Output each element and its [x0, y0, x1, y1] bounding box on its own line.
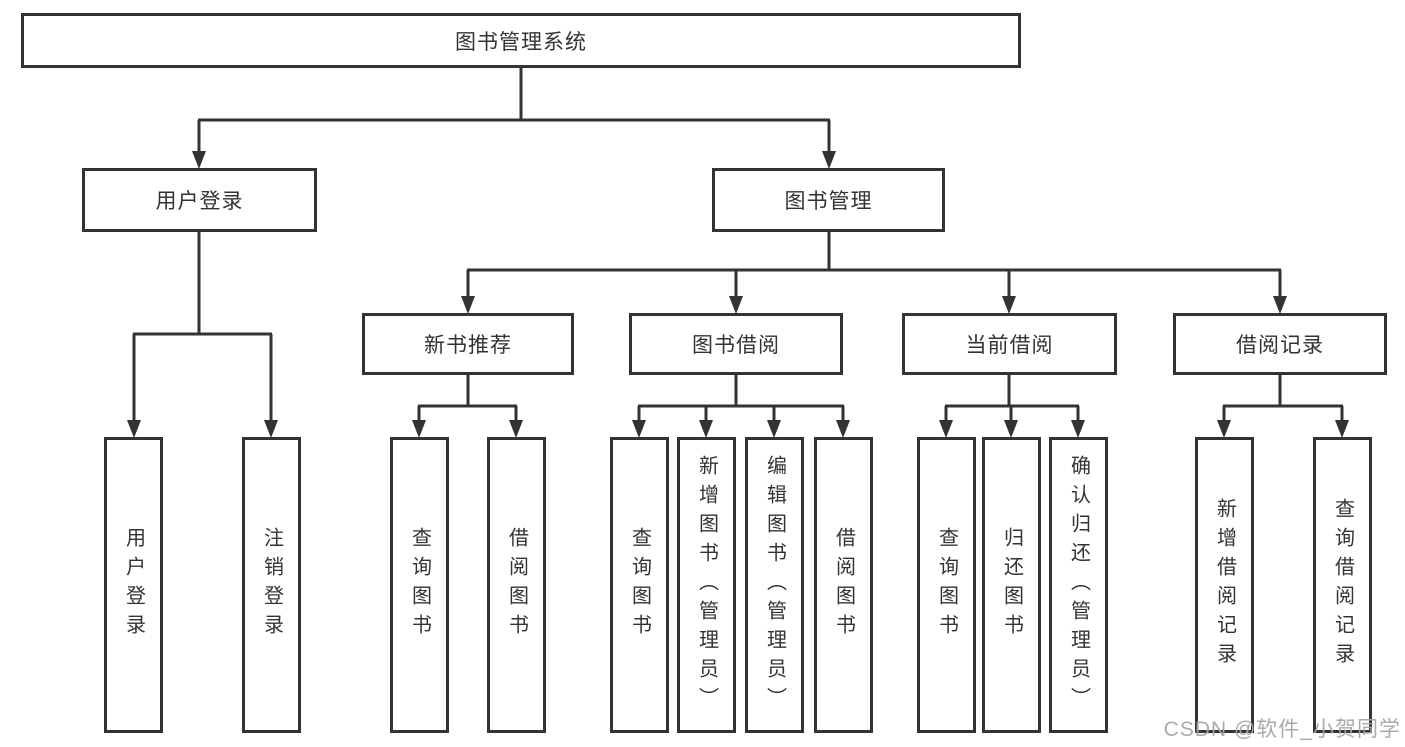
node-label: 查询图书 [935, 527, 958, 643]
node-label: 注销登录 [260, 527, 283, 643]
node-label: 新书推荐 [424, 334, 512, 357]
node-label: 新增图书（管理员） [695, 454, 718, 716]
leaf-query-books-borrowing: 查询图书 [610, 437, 669, 733]
node-current-borrowing: 当前借阅 [902, 313, 1117, 375]
node-label: 当前借阅 [965, 334, 1054, 357]
leaf-add-borrow-record: 新增借阅记录 [1195, 437, 1254, 733]
leaf-query-books-recommendation: 查询图书 [390, 437, 449, 733]
leaf-return-books: 归还图书 [982, 437, 1041, 733]
node-user-login: 用户登录 [82, 168, 317, 232]
node-library-management-system: 图书管理系统 [21, 13, 1021, 68]
node-new-book-recommendation: 新书推荐 [362, 313, 574, 375]
leaf-logout: 注销登录 [242, 437, 301, 733]
node-label: 编辑图书（管理员） [763, 454, 786, 716]
node-label: 借阅图书 [832, 527, 855, 643]
node-label: 用户登录 [122, 527, 145, 643]
leaf-query-books-current: 查询图书 [917, 437, 976, 733]
leaf-borrow-books-recommendation: 借阅图书 [487, 437, 546, 733]
node-label: 借阅记录 [1236, 334, 1324, 357]
leaf-add-books-admin: 新增图书（管理员） [677, 437, 736, 733]
node-label: 归还图书 [1000, 527, 1023, 643]
node-label: 借阅图书 [505, 527, 528, 643]
leaf-borrow-books-borrowing: 借阅图书 [814, 437, 873, 733]
leaf-edit-books-admin: 编辑图书（管理员） [745, 437, 804, 733]
node-label: 查询图书 [408, 527, 431, 643]
node-label: 图书借阅 [692, 334, 780, 357]
node-label: 用户登录 [155, 190, 244, 213]
node-label: 新增借阅记录 [1213, 498, 1236, 672]
node-book-management: 图书管理 [712, 168, 945, 232]
node-label: 查询图书 [628, 527, 651, 643]
csdn-watermark: CSDN @软件_小贺同学 [1163, 718, 1401, 741]
leaf-confirm-return-admin: 确认归还（管理员） [1049, 437, 1108, 733]
leaf-query-borrow-record: 查询借阅记录 [1313, 437, 1372, 733]
node-label: 图书管理系统 [455, 30, 587, 54]
node-label: 确认归还（管理员） [1067, 454, 1090, 716]
node-label: 图书管理 [784, 190, 873, 213]
node-book-borrowing: 图书借阅 [629, 313, 843, 375]
node-label: 查询借阅记录 [1331, 498, 1354, 672]
leaf-user-login: 用户登录 [104, 437, 163, 733]
node-borrowing-records: 借阅记录 [1173, 313, 1387, 375]
